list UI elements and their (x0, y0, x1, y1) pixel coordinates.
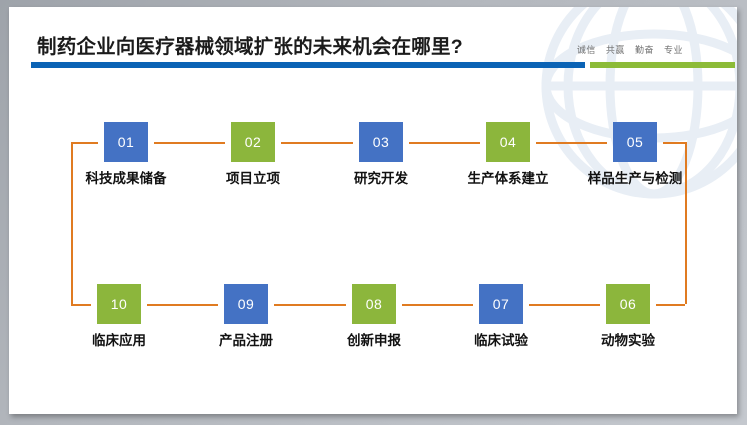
title-underline-blue (31, 62, 585, 68)
tagline-word-4: 专业 (663, 45, 683, 55)
connector-line (529, 304, 600, 306)
step-box-07[interactable]: 07 (479, 284, 523, 324)
step-number: 04 (499, 134, 517, 150)
tagline-word-3: 勤奋 (634, 45, 654, 55)
process-flow-diagram: 01 科技成果储备 02 项目立项 03 研究开发 04 生产体系建立 05 样品生产与检测 10 临… (9, 7, 737, 414)
step-label-03: 研究开发 (354, 171, 408, 186)
step-number: 03 (372, 134, 390, 150)
step-number: 09 (237, 296, 255, 312)
step-label-07: 临床试验 (474, 333, 528, 348)
connector-line (147, 304, 218, 306)
tagline-word-2: 共赢 (605, 45, 625, 55)
connector-line (685, 142, 687, 304)
connector-line (663, 142, 685, 144)
step-label-08: 创新申报 (347, 333, 401, 348)
tagline: 诚信 共赢 勤奋 专业 (577, 43, 683, 56)
step-number: 06 (619, 296, 637, 312)
step-box-05[interactable]: 05 (613, 122, 657, 162)
step-box-02[interactable]: 02 (231, 122, 275, 162)
step-number: 02 (244, 134, 262, 150)
step-label-06: 动物实验 (601, 333, 655, 348)
connector-line (409, 142, 480, 144)
connector-line (274, 304, 346, 306)
step-label-04: 生产体系建立 (467, 171, 549, 186)
page-title: 制药企业向医疗器械领域扩张的未来机会在哪里? (37, 36, 463, 58)
slide-canvas: 制药企业向医疗器械领域扩张的未来机会在哪里? 诚信 共赢 勤奋 专业 01 科技成… (9, 7, 737, 414)
connector-line (154, 142, 225, 144)
step-box-10[interactable]: 10 (97, 284, 141, 324)
title-underline-green (590, 62, 735, 68)
step-number: 10 (110, 296, 128, 312)
connector-line (281, 142, 353, 144)
connector-line (71, 142, 73, 304)
connector-line (71, 304, 91, 306)
tagline-word-1: 诚信 (576, 45, 596, 55)
step-label-10: 临床应用 (92, 333, 146, 348)
connector-line (536, 142, 607, 144)
connector-line (402, 304, 473, 306)
step-box-03[interactable]: 03 (359, 122, 403, 162)
step-label-01: 科技成果储备 (85, 171, 167, 186)
step-box-09[interactable]: 09 (224, 284, 268, 324)
step-box-08[interactable]: 08 (352, 284, 396, 324)
step-label-05: 样品生产与检测 (587, 171, 683, 186)
connector-line (71, 142, 98, 144)
step-box-04[interactable]: 04 (486, 122, 530, 162)
step-number: 08 (365, 296, 383, 312)
connector-line (656, 304, 685, 306)
step-label-02: 项目立项 (226, 171, 280, 186)
step-number: 01 (117, 134, 135, 150)
step-box-01[interactable]: 01 (104, 122, 148, 162)
step-box-06[interactable]: 06 (606, 284, 650, 324)
step-number: 07 (492, 296, 510, 312)
step-label-09: 产品注册 (219, 333, 273, 348)
step-number: 05 (626, 134, 644, 150)
